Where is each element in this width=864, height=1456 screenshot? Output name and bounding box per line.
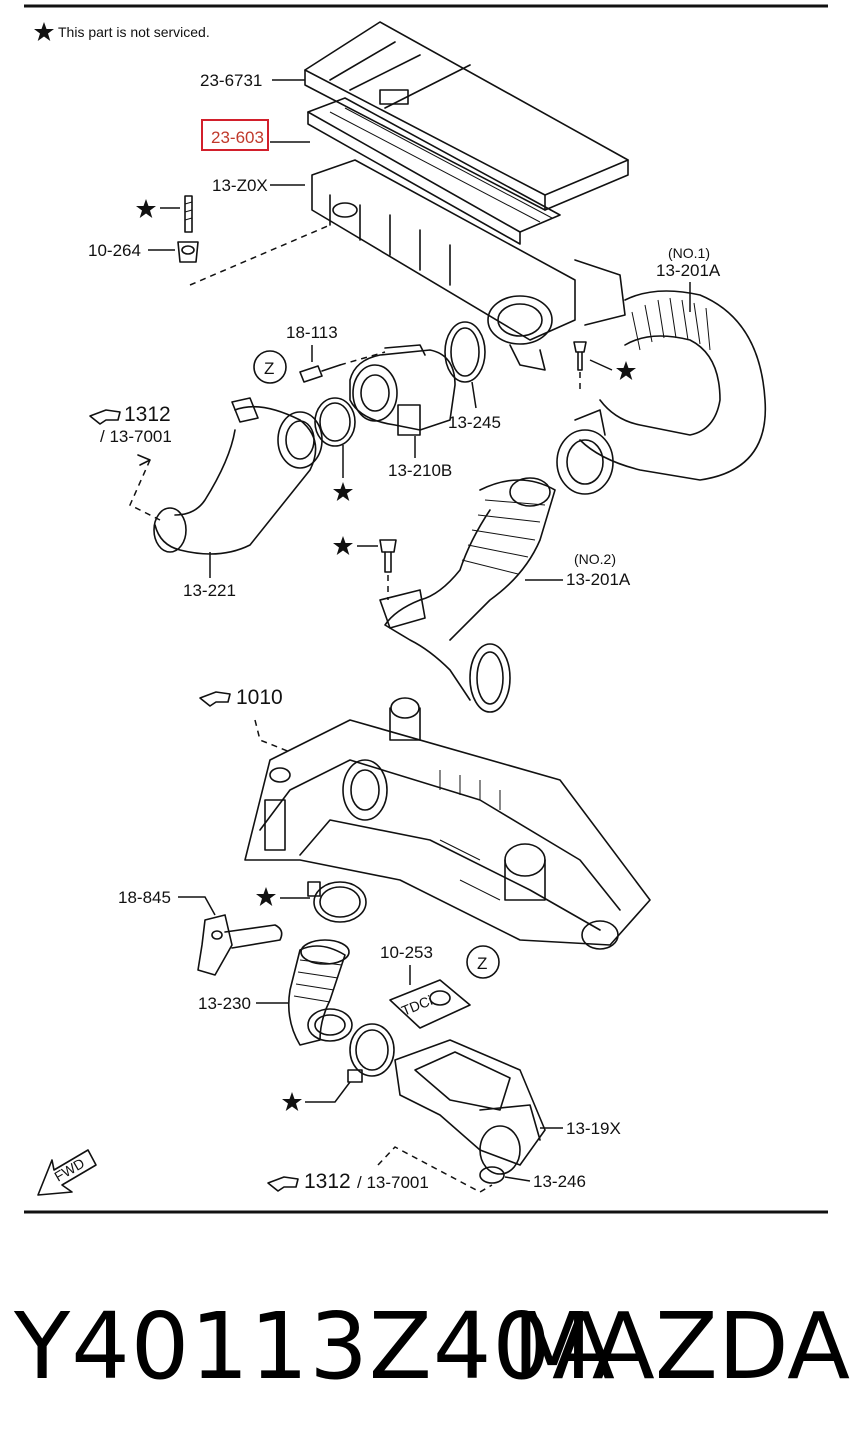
ref-1312-lower: 1312 / 13-7001 — [267, 1146, 493, 1193]
label-13-201a-no1: (NO.1) 13-201A — [656, 245, 721, 312]
label-tdci-plate: 10-253 TDCi — [380, 943, 471, 1029]
pointing-hand-icon — [89, 409, 121, 425]
clamp-star-lower — [282, 1023, 395, 1111]
ref-1312-upper: 1312 / 13-7001 — [89, 403, 172, 521]
svg-text:Z: Z — [477, 954, 487, 973]
parts-diagram: This part is not serviced. 23-6731 23-60… — [24, 4, 828, 1214]
label-13-210b: 13-210B — [388, 436, 452, 480]
svg-text:13-230: 13-230 — [198, 994, 251, 1013]
star-icon — [256, 887, 276, 906]
svg-text:13-19X: 13-19X — [566, 1119, 621, 1138]
label-13-z0x: 13-Z0X — [212, 176, 305, 195]
svg-text:13-210B: 13-210B — [388, 461, 452, 480]
pointing-hand-icon — [267, 1176, 299, 1192]
screw-star-right — [573, 341, 636, 390]
air-filter-element — [307, 97, 561, 245]
gasket-13-245: 13-245 — [444, 321, 501, 432]
svg-text:1010: 1010 — [236, 686, 283, 709]
clamp-star-upper — [256, 881, 367, 923]
tdci-text: TDCi — [399, 992, 435, 1019]
svg-text:(NO.2): (NO.2) — [574, 551, 616, 567]
svg-text:1312: 1312 — [304, 1170, 351, 1193]
svg-text:1312: 1312 — [124, 403, 171, 426]
star-icon — [136, 199, 156, 218]
svg-text:23-6731: 23-6731 — [200, 71, 262, 90]
svg-text:/ 13-7001: / 13-7001 — [357, 1173, 429, 1192]
bolt-10-264: 10-264 — [88, 195, 331, 286]
pointing-hand-icon — [199, 691, 231, 707]
oring-13-246: 13-246 — [479, 1166, 586, 1191]
star-icon — [282, 1092, 302, 1111]
not-serviced-note: This part is not serviced. — [34, 22, 210, 41]
air-duct-no1 — [556, 290, 767, 495]
part-number: Y40113Z40A — [14, 1293, 616, 1400]
hose-clamp-upper — [314, 397, 356, 501]
note-text: This part is not serviced. — [58, 24, 210, 40]
air-cleaner-cover — [304, 21, 629, 211]
star-icon — [34, 22, 54, 41]
label-13-201a-no2: (NO.2) 13-201A — [525, 551, 631, 589]
svg-text:18-113: 18-113 — [286, 323, 338, 342]
svg-text:10-253: 10-253 — [380, 943, 433, 962]
label-18-113: 18-113 — [286, 323, 386, 383]
svg-text:18-845: 18-845 — [118, 888, 171, 907]
svg-text:13-Z0X: 13-Z0X — [212, 176, 268, 195]
air-duct-no2 — [379, 477, 556, 713]
circle-z-upper: Z — [253, 350, 287, 384]
resonator-13-19x: 13-19X — [394, 1039, 621, 1175]
label-13-221: 13-221 — [183, 552, 236, 600]
star-icon — [333, 536, 353, 555]
maf-sensor — [349, 344, 456, 436]
svg-text:10-264: 10-264 — [88, 241, 141, 260]
circle-z-lower: Z — [466, 945, 500, 979]
svg-text:Z: Z — [264, 359, 274, 378]
screw-star-middle — [333, 536, 397, 600]
svg-text:/ 13-7001: / 13-7001 — [100, 427, 172, 446]
fwd-arrow-icon: FWD — [37, 1149, 97, 1196]
hose-13-230: 13-230 — [198, 939, 353, 1046]
ref-1010: 1010 — [199, 686, 291, 753]
svg-text:13-201A: 13-201A — [566, 570, 631, 589]
sensor-18-845: 18-845 — [118, 888, 283, 976]
svg-text:23-603: 23-603 — [211, 128, 264, 147]
fresh-air-duct — [153, 397, 323, 555]
svg-text:(NO.1): (NO.1) — [668, 245, 710, 261]
svg-text:13-245: 13-245 — [448, 413, 501, 432]
star-icon — [616, 361, 636, 380]
svg-text:13-246: 13-246 — [533, 1172, 586, 1191]
air-cleaner-case — [311, 159, 626, 371]
intake-manifold — [244, 697, 651, 950]
svg-text:13-221: 13-221 — [183, 581, 236, 600]
star-icon — [333, 482, 353, 501]
label-23-6731: 23-6731 — [200, 71, 305, 90]
highlight-box — [201, 119, 269, 151]
label-23-603: 23-603 — [201, 119, 310, 151]
svg-text:13-201A: 13-201A — [656, 261, 721, 280]
brand-name: MAZDA — [512, 1293, 851, 1400]
part-caption: Y40113Z40A MAZDA — [0, 1282, 864, 1422]
